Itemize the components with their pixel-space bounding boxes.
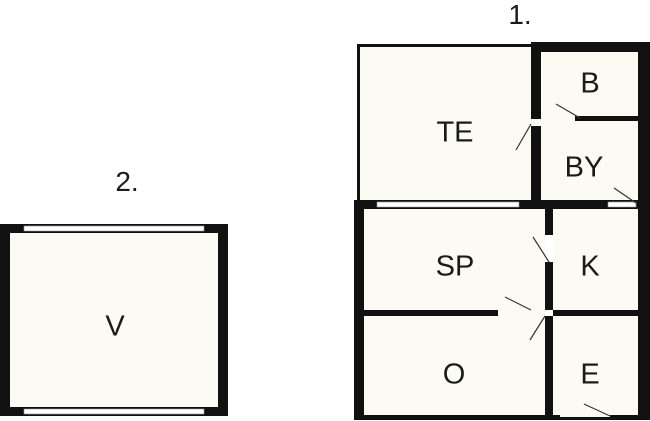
room-label-te: TE — [436, 116, 474, 149]
window-v-top — [23, 225, 205, 232]
wall-right-outer — [638, 42, 650, 420]
room-b-area — [543, 52, 638, 118]
window-te-bottom — [376, 201, 520, 208]
wall-v-right — [218, 224, 228, 416]
wall-sp-k-lower — [545, 262, 553, 310]
door-gap-sp-o — [498, 309, 545, 317]
wall-b-by — [575, 116, 638, 121]
room-label-e: E — [580, 358, 600, 391]
room-v-area — [5, 227, 223, 413]
wall-te-top — [357, 44, 537, 47]
floor-1-label: 1. — [508, 0, 532, 30]
door-gap-b — [541, 115, 575, 122]
wall-o-e-upper — [545, 316, 553, 346]
wall-o-e-lower — [545, 346, 553, 420]
room-by-area — [541, 121, 638, 203]
wall-bottom — [354, 415, 650, 420]
wall-te-by-divider — [531, 126, 541, 206]
wall-lower-left — [354, 200, 364, 420]
wall-k-e — [553, 310, 638, 316]
floor-2-plan — [0, 224, 228, 416]
wall-sp-k-upper — [545, 209, 553, 235]
door-swing-e — [583, 403, 611, 417]
room-k-area — [553, 209, 638, 310]
room-label-b: B — [580, 67, 600, 100]
door-swing-sp — [504, 296, 532, 311]
door-swing-te — [515, 123, 532, 151]
window-v-bottom — [23, 408, 205, 415]
room-label-k: K — [580, 250, 600, 283]
door-swing-o — [529, 315, 546, 341]
door-gap-te-by — [531, 119, 541, 126]
floor-1-plan — [354, 42, 650, 420]
door-swing-b — [555, 103, 581, 119]
wall-b-top — [531, 42, 650, 52]
room-te-area — [360, 47, 532, 201]
floor-2-label: 2. — [115, 166, 139, 197]
wall-te-left — [357, 44, 360, 204]
room-label-v: V — [105, 310, 125, 343]
wall-sp-o — [364, 310, 498, 316]
door-swing-k — [532, 236, 550, 263]
room-label-sp: SP — [435, 250, 475, 283]
room-o-area — [364, 316, 545, 415]
wall-te-b-divider — [531, 42, 541, 119]
room-label-o: O — [442, 358, 466, 391]
wall-v-left — [0, 224, 10, 416]
door-swing-by — [613, 187, 637, 204]
room-e-area — [553, 316, 638, 415]
room-label-by: BY — [564, 151, 604, 184]
room-sp-area — [364, 209, 545, 310]
door-gap-e — [560, 413, 610, 417]
window-by-right — [607, 201, 637, 208]
